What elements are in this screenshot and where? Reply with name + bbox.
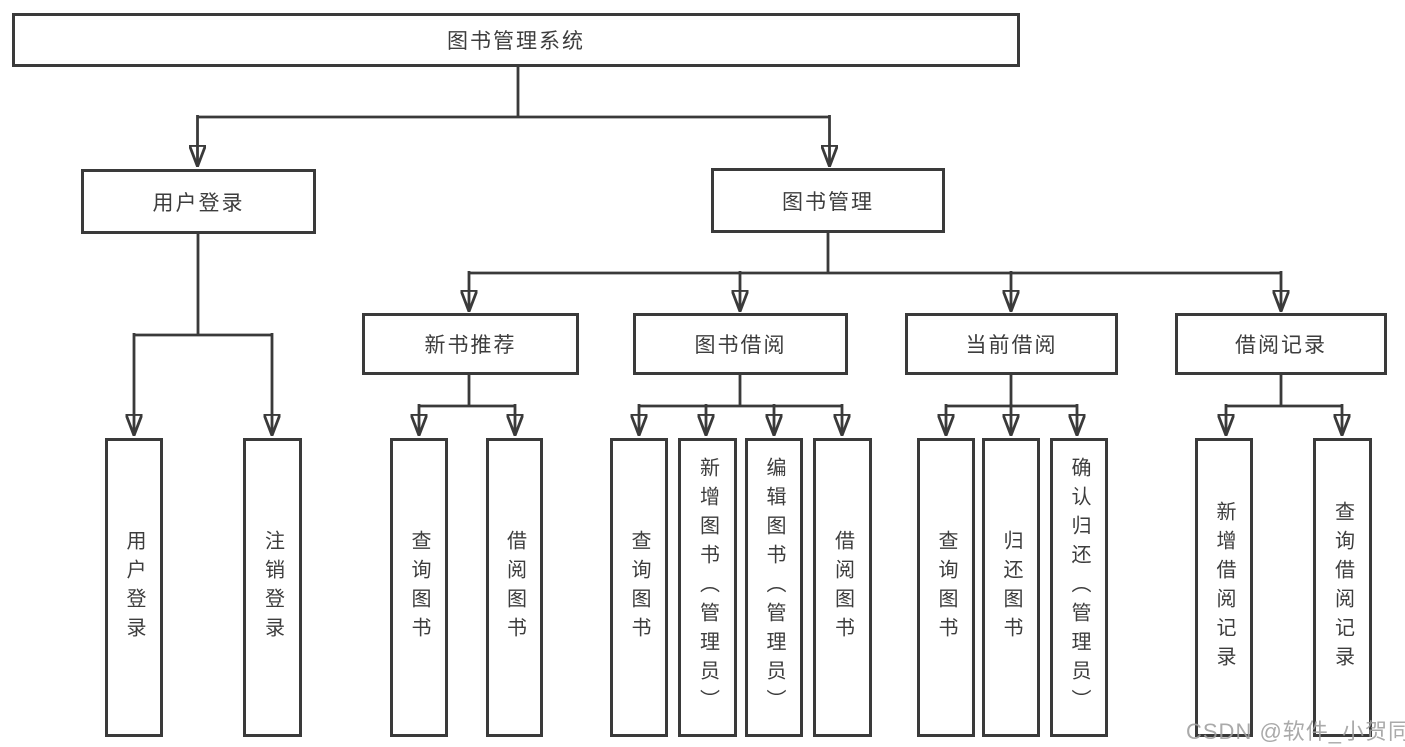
leaf-borrow-borrow: 借阅图书 <box>813 438 872 737</box>
csdn-watermark: CSDN @软件_小贺同学 <box>1186 719 1405 744</box>
node-root-label: 图书管理系统 <box>447 30 585 53</box>
leaf-current-return: 归还图书 <box>982 438 1040 737</box>
leaf-user-login-label: 用户登录 <box>123 529 145 646</box>
node-borrow-record: 借阅记录 <box>1175 313 1387 375</box>
leaf-current-confirm-admin: 确认归还（管理员） <box>1050 438 1108 737</box>
leaf-record-add-label: 新增借阅记录 <box>1213 500 1235 675</box>
leaf-newbook-query-label: 查询图书 <box>408 529 430 646</box>
leaf-record-add: 新增借阅记录 <box>1195 438 1253 737</box>
leaf-newbook-borrow: 借阅图书 <box>486 438 543 737</box>
node-root-system: 图书管理系统 <box>12 13 1020 67</box>
leaf-current-confirm-admin-label: 确认归还（管理员） <box>1068 457 1090 718</box>
leaf-borrow-edit-admin: 编辑图书（管理员） <box>745 438 803 737</box>
leaf-borrow-query-label: 查询图书 <box>628 529 650 646</box>
leaf-newbook-borrow-label: 借阅图书 <box>503 529 526 646</box>
node-book-borrow-label: 图书借阅 <box>694 334 787 357</box>
node-user-login-label: 用户登录 <box>152 191 245 215</box>
node-current-borrow-label: 当前借阅 <box>965 334 1058 357</box>
node-borrow-record-label: 借阅记录 <box>1235 334 1327 357</box>
leaf-logout: 注销登录 <box>243 438 302 737</box>
leaf-current-query-label: 查询图书 <box>935 529 957 646</box>
node-new-book-recommend-label: 新书推荐 <box>424 334 517 357</box>
leaf-borrow-add-admin-label: 新增图书（管理员） <box>696 457 719 718</box>
leaf-newbook-query: 查询图书 <box>390 438 448 737</box>
node-book-management: 图书管理 <box>711 168 945 233</box>
leaf-logout-label: 注销登录 <box>261 529 284 646</box>
leaf-record-query-label: 查询借阅记录 <box>1331 500 1354 675</box>
node-book-borrow: 图书借阅 <box>633 313 848 375</box>
leaf-borrow-add-admin: 新增图书（管理员） <box>678 438 737 737</box>
leaf-current-return-label: 归还图书 <box>1000 529 1022 646</box>
leaf-borrow-borrow-label: 借阅图书 <box>831 529 854 646</box>
node-book-management-label: 图书管理 <box>782 190 874 214</box>
node-current-borrow: 当前借阅 <box>905 313 1118 375</box>
node-new-book-recommend: 新书推荐 <box>362 313 579 375</box>
leaf-borrow-query: 查询图书 <box>610 438 668 737</box>
leaf-user-login: 用户登录 <box>105 438 163 737</box>
node-user-login: 用户登录 <box>81 169 316 234</box>
leaf-current-query: 查询图书 <box>917 438 975 737</box>
leaf-record-query: 查询借阅记录 <box>1313 438 1372 737</box>
leaf-borrow-edit-admin-label: 编辑图书（管理员） <box>763 457 785 718</box>
